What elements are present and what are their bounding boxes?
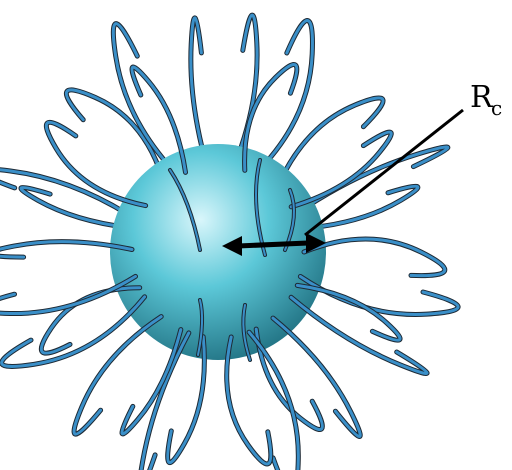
polymer-chain-shadow — [291, 297, 427, 373]
radius-label-subscript: c — [491, 96, 502, 120]
label-leader-line — [305, 110, 463, 235]
polymer-chain — [113, 24, 178, 176]
polymer-chain — [255, 21, 313, 175]
polymer-chain-shadow — [113, 24, 178, 176]
polymer-chain — [291, 297, 427, 373]
radius-label: R c — [470, 80, 502, 120]
